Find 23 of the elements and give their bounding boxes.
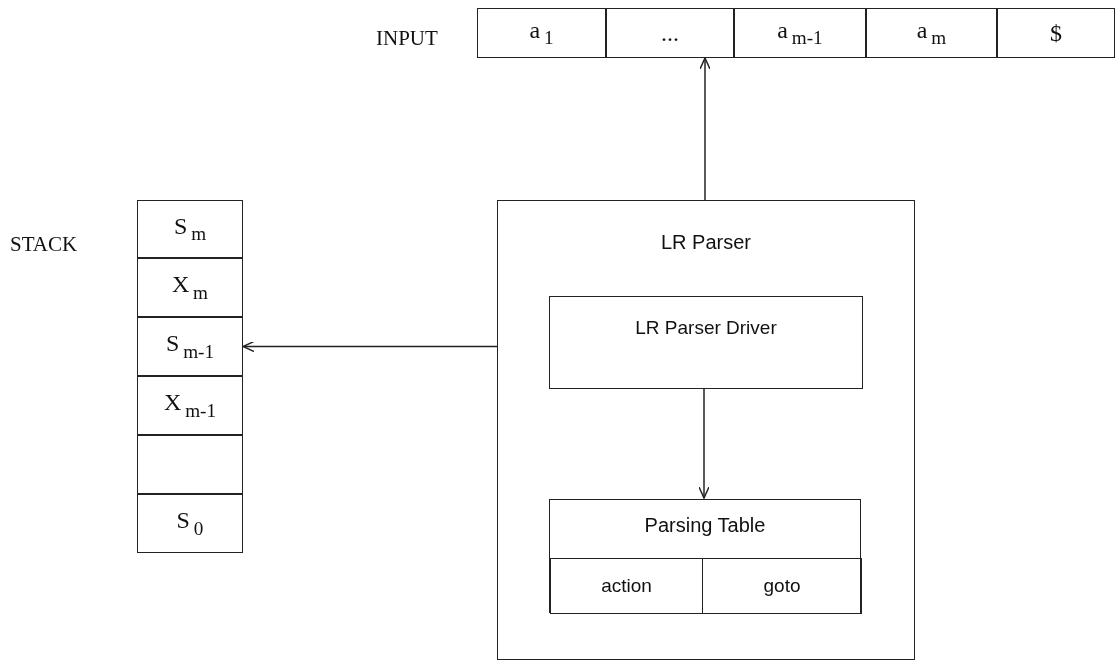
tape-cell: a$_{m}$ [866, 8, 997, 58]
arrow [242, 340, 498, 353]
arrow [698, 387, 710, 499]
tape-cell: $ [997, 8, 1115, 58]
stack-label: STACK [10, 232, 78, 257]
stack-cell: S$_{m}$ [137, 200, 243, 258]
driver-box: LR Parser Driver [549, 296, 863, 389]
table-cell: action [550, 558, 703, 614]
input-label: INPUT [376, 26, 438, 51]
tape-cell: ... [606, 8, 734, 58]
tape-cell: a$_{m-1}$ [734, 8, 866, 58]
stack-cell [137, 435, 243, 494]
tape-cell: a$_{1}$ [477, 8, 606, 58]
box-title: LR Parser [660, 231, 752, 254]
parser-box [497, 200, 915, 660]
stack-cell: X$_{m}$ [137, 258, 243, 317]
table-heading: Parsing Table [643, 514, 767, 537]
stack-cell: S$_{0}$ [137, 494, 243, 553]
stack-cell: S$_{m-1}$ [137, 317, 243, 376]
parsing-table [549, 499, 861, 613]
table-cell: goto [702, 558, 862, 614]
stack-cell: X$_{m-1}$ [137, 376, 243, 435]
arrow [699, 57, 711, 201]
